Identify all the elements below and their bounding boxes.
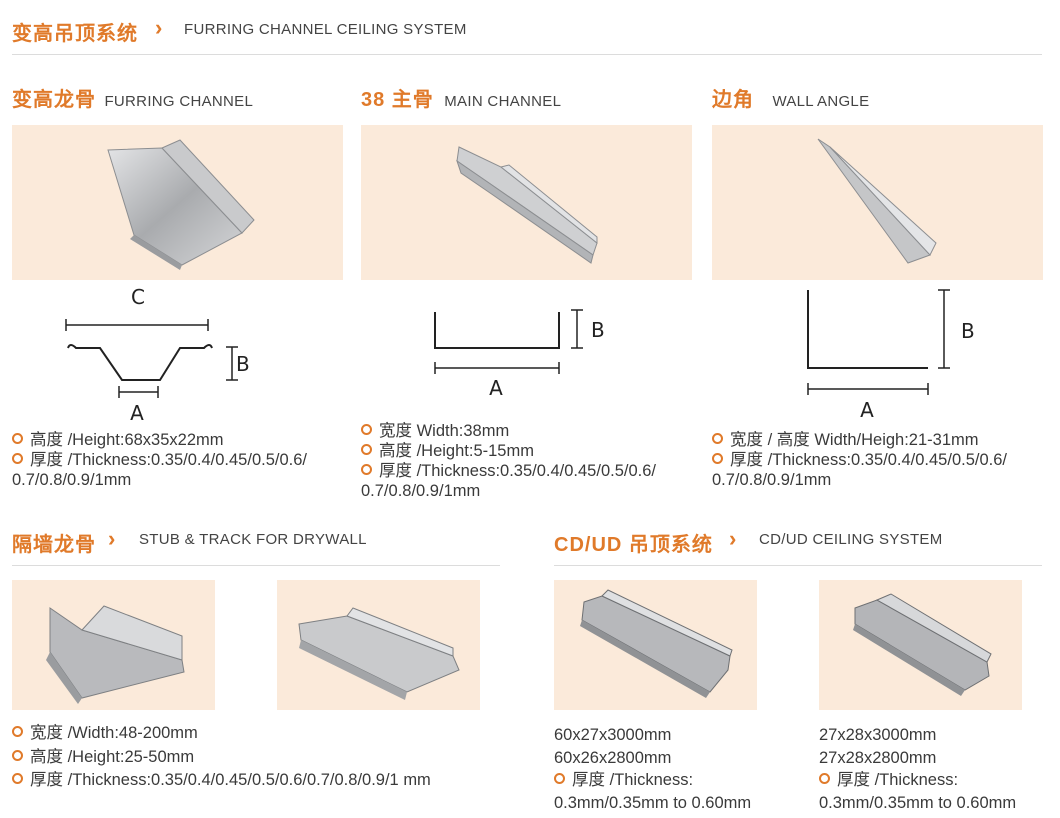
header-title-cn: 变高吊顶系统: [12, 23, 138, 45]
list-item: 厚度 /Thickness:: [554, 769, 751, 792]
furring-thickness-cont: 0.7/0.8/0.9/1mm: [12, 471, 132, 489]
angle-title-cn: 边角: [712, 89, 754, 111]
main-title-cn: 38 主骨: [361, 89, 434, 111]
bullet-icon: [12, 453, 23, 464]
list-item: 厚度 /Thickness:0.35/0.4/0.45/0.5/0.6/: [361, 461, 656, 481]
stub-height: 高度 /Height:25-50mm: [30, 747, 195, 766]
main-specs: 宽度 Width:38mm 高度 /Height:5-15mm 厚度 /Thic…: [361, 421, 656, 501]
stub-width: 宽度 /Width:48-200mm: [30, 724, 198, 742]
wall-angle-image: [817, 138, 937, 264]
bullet-icon: [12, 749, 23, 761]
furring-title-cn: 变高龙骨: [12, 89, 96, 111]
ud-size-2: 27x28x2800mm: [819, 748, 937, 767]
cdud-divider: [554, 565, 1042, 566]
bullet-icon: [12, 726, 23, 737]
list-item: 高度 /Height:5-15mm: [361, 441, 656, 461]
bullet-icon: [12, 773, 23, 784]
list-item: 高度 /Height:68x35x22mm: [12, 430, 307, 450]
furring-diagram: C B A: [65, 285, 250, 422]
main-thickness: 厚度 /Thickness:0.35/0.4/0.45/0.5/0.6/: [379, 462, 656, 480]
cd-size-2: 60x26x2800mm: [554, 748, 672, 767]
angle-photo: [712, 125, 1043, 280]
furring-label-b: B: [236, 352, 250, 376]
cdud-title-cn: CD/UD 吊顶系统: [554, 534, 713, 556]
main-height: 高度 /Height:5-15mm: [379, 442, 534, 460]
chevron-right-icon: ›: [108, 526, 116, 551]
list-item: 宽度 / 高度 Width/Heigh:21-31mm: [712, 430, 1007, 450]
main-diagram: B A: [434, 309, 605, 400]
stub-photo: [12, 580, 215, 710]
stub-title-cn: 隔墙龙骨: [12, 534, 96, 556]
furring-specs: 高度 /Height:68x35x22mm 厚度 /Thickness:0.35…: [12, 430, 307, 490]
cd-thickness-value: 0.3mm/0.35mm to 0.60mm: [554, 793, 752, 812]
ud-size-1: 27x28x3000mm: [819, 726, 937, 744]
bullet-icon: [361, 464, 372, 475]
furring-channel-image: [107, 139, 255, 270]
cd-size-1: 60x27x3000mm: [554, 726, 672, 744]
furring-label-c: C: [131, 285, 145, 309]
bullet-icon: [554, 773, 565, 784]
track-image: [298, 607, 460, 700]
furring-heading: 变高龙骨 FURRING CHANNEL: [12, 83, 253, 112]
cd-profile-image: [580, 589, 733, 698]
cdud-title-en: CD/UD CEILING SYSTEM: [759, 531, 943, 548]
track-photo: [277, 580, 480, 710]
stub-thickness: 厚度 /Thickness:0.35/0.4/0.45/0.5/0.6/0.7/…: [30, 771, 431, 789]
stub-specs: 宽度 /Width:48-200mm 高度 /Height:25-50mm 厚度…: [12, 722, 431, 793]
ud-specs: 27x28x3000mm 27x28x2800mm 厚度 /Thickness:…: [819, 724, 1016, 814]
bullet-icon: [12, 433, 23, 444]
bullet-icon: [361, 444, 372, 455]
stub-title-en: STUB & TRACK FOR DRYWALL: [139, 531, 367, 548]
angle-title-en: WALL ANGLE: [772, 93, 870, 110]
ud-profile-image: [853, 593, 992, 696]
angle-specs: 宽度 / 高度 Width/Heigh:21-31mm 厚度 /Thicknes…: [712, 430, 1007, 490]
angle-heading: 边角 WALL ANGLE: [712, 83, 869, 112]
main-title-en: MAIN CHANNEL: [444, 93, 562, 110]
furring-title-en: FURRING CHANNEL: [104, 93, 254, 110]
list-item: 厚度 /Thickness:0.35/0.4/0.45/0.5/0.6/0.7/…: [12, 769, 431, 793]
header-title-en: FURRING CHANNEL CEILING SYSTEM: [184, 21, 467, 38]
cd-photo: [554, 580, 757, 710]
bullet-icon: [712, 453, 723, 464]
list-item: 高度 /Height:25-50mm: [12, 746, 431, 770]
bullet-icon: [819, 773, 830, 784]
main-thickness-cont: 0.7/0.8/0.9/1mm: [361, 482, 481, 500]
cd-specs: 60x27x3000mm 60x26x2800mm 厚度 /Thickness:…: [554, 724, 751, 814]
ud-thickness-value: 0.3mm/0.35mm to 0.60mm: [819, 793, 1017, 812]
furring-height: 高度 /Height:68x35x22mm: [30, 431, 224, 449]
main-photo: [361, 125, 692, 280]
main-width: 宽度 Width:38mm: [379, 422, 510, 440]
bullet-icon: [712, 433, 723, 444]
list-item: 宽度 Width:38mm: [361, 421, 656, 441]
list-item: 厚度 /Thickness:: [819, 769, 1016, 792]
furring-photo: [12, 125, 343, 280]
main-label-b: B: [591, 318, 605, 342]
angle-thickness: 厚度 /Thickness:0.35/0.4/0.45/0.5/0.6/: [730, 451, 1007, 469]
ud-photo: [819, 580, 1022, 710]
angle-size: 宽度 / 高度 Width/Heigh:21-31mm: [730, 431, 979, 449]
header-divider: [12, 54, 1042, 55]
stub-divider: [12, 565, 500, 566]
angle-thickness-cont: 0.7/0.8/0.9/1mm: [712, 471, 832, 489]
cd-thickness-label: 厚度 /Thickness:: [572, 771, 694, 789]
chevron-right-icon: ›: [729, 526, 737, 551]
list-item: 厚度 /Thickness:0.35/0.4/0.45/0.5/0.6/: [12, 450, 307, 470]
main-heading: 38 主骨 MAIN CHANNEL: [361, 83, 561, 112]
list-item: 厚度 /Thickness:0.35/0.4/0.45/0.5/0.6/: [712, 450, 1007, 470]
main-channel-image: [456, 146, 598, 264]
chevron-right-icon: ›: [155, 15, 163, 40]
main-label-a: A: [489, 376, 503, 400]
ud-thickness-label: 厚度 /Thickness:: [837, 771, 959, 789]
angle-label-a: A: [860, 398, 874, 422]
furring-label-a: A: [130, 401, 144, 422]
angle-diagram: B A: [807, 289, 975, 422]
bullet-icon: [361, 424, 372, 435]
furring-thickness: 厚度 /Thickness:0.35/0.4/0.45/0.5/0.6/: [30, 451, 307, 469]
angle-label-b: B: [961, 319, 975, 343]
stub-image: [46, 605, 185, 704]
list-item: 宽度 /Width:48-200mm: [12, 722, 431, 746]
